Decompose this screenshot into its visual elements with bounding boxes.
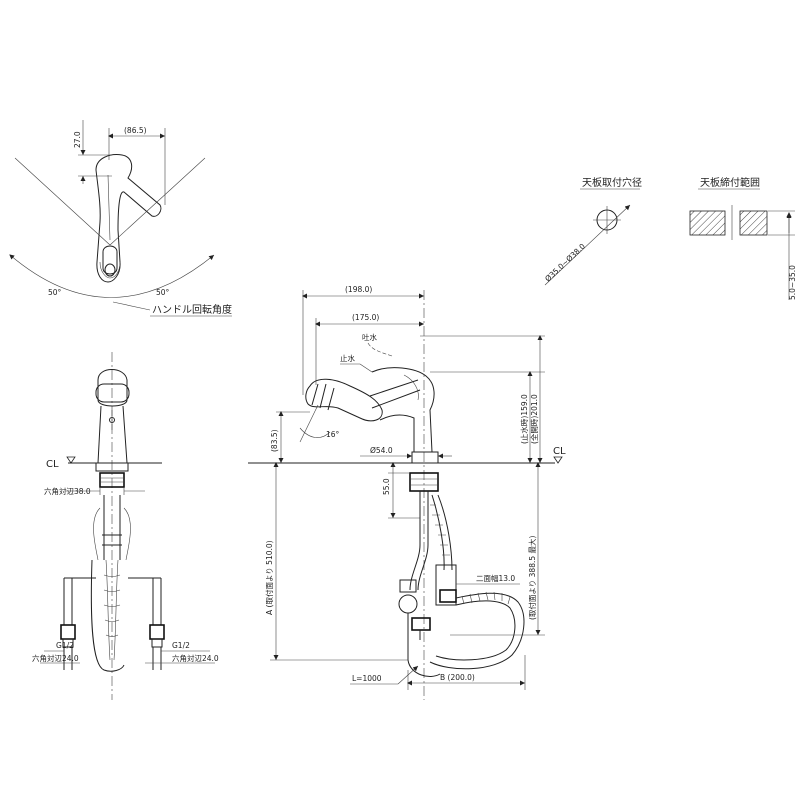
mounting-hole-dim: Ø35.0~Ø38.0 <box>543 242 587 284</box>
handle-top-outline <box>95 154 162 283</box>
side-dim-height-open: (全開時)201.0 <box>529 394 539 444</box>
front-centerline-label: CL <box>46 459 59 470</box>
side-dim-reach-spout: (175.0) <box>352 313 379 322</box>
top-view: (86.5) 27.0 50° 50° ハンドル回転角度 <box>9 120 232 317</box>
side-dim-hose: (取付面より 388.5 最大) <box>527 535 537 620</box>
side-view: CL (198.0) (175.0) 吐水 止水 16° <box>248 285 566 700</box>
front-hex-top: 六角対辺38.0 <box>44 486 91 496</box>
mounting-range-title: 天板締付範囲 <box>700 176 760 189</box>
front-hex-left: 六角対辺24.0 <box>32 653 79 663</box>
handle-rotation-caption: ハンドル回転角度 <box>152 303 232 316</box>
side-dim-base-dia: Ø54.0 <box>370 446 393 455</box>
mounting-hole-detail: 天板取付穴径 Ø35.0~Ø38.0 <box>543 176 642 286</box>
mounting-range-detail: 天板締付範囲 5.0~35.0 <box>689 176 797 300</box>
side-dim-hex2: 二面幅13.0 <box>476 573 515 583</box>
angle-left-label: 50° <box>48 288 62 297</box>
side-dim-shank: 55.0 <box>382 478 391 495</box>
front-thread-right: G1/2 <box>172 641 190 650</box>
side-dim-A: A (取付面より 510.0) <box>264 540 274 615</box>
front-thread-left: G1/2 <box>56 641 74 650</box>
label-stop: 止水 <box>340 353 355 363</box>
side-centerline-label: CL <box>553 446 566 457</box>
side-dim-height-stop: (止水時)159.0 <box>519 394 529 444</box>
side-angle-spout: 16° <box>326 430 340 439</box>
front-hex-right: 六角対辺24.0 <box>172 653 219 663</box>
side-dim-height-spout: (83.5) <box>270 429 279 452</box>
top-dim-width: (86.5) <box>124 126 147 135</box>
label-flow: 吐水 <box>362 332 377 342</box>
front-view: CL 六角対辺38.0 <box>32 352 219 700</box>
side-dim-reach-total: (198.0) <box>345 285 372 294</box>
angle-right-label: 50° <box>156 288 170 297</box>
faucet-body-side <box>305 367 439 464</box>
mounting-hole-title: 天板取付穴径 <box>582 176 642 189</box>
mounting-range-dim: 5.0~35.0 <box>788 265 797 300</box>
top-dim-offset: 27.0 <box>73 131 82 148</box>
side-dim-B: B (200.0) <box>440 673 475 682</box>
side-dim-L: L=1000 <box>352 674 382 683</box>
